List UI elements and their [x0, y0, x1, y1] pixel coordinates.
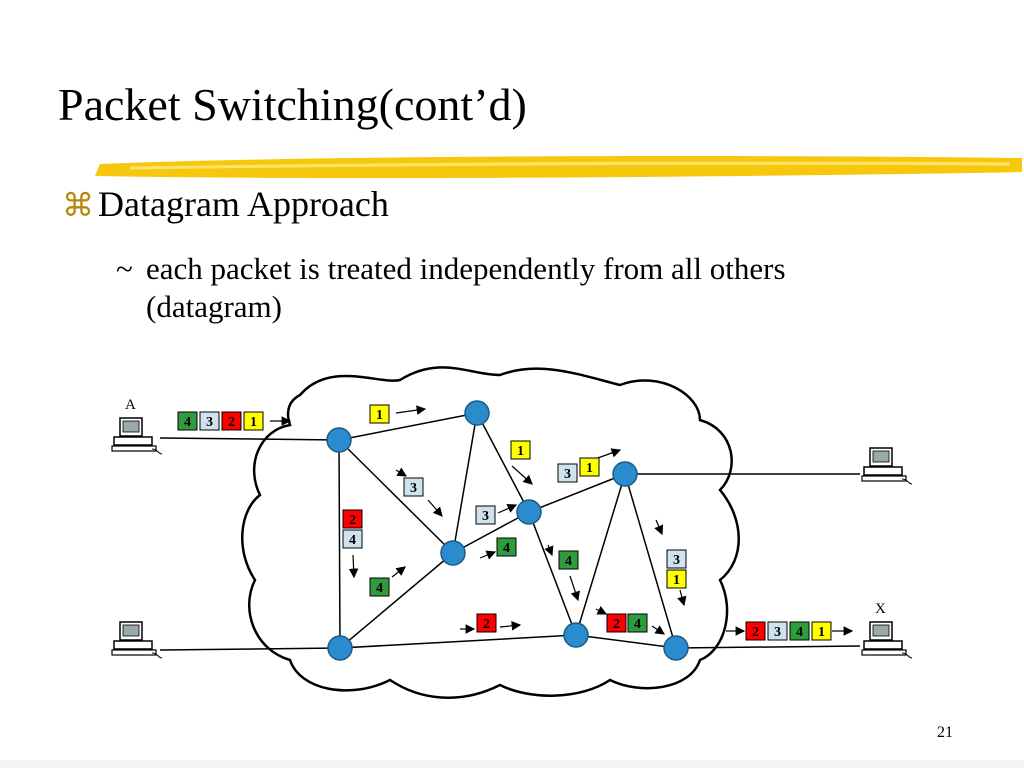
- source-packet-queue: 4 3 2 1: [177, 411, 264, 431]
- packet: [342, 509, 363, 529]
- slide-title: Packet Switching(cont’d): [58, 79, 527, 130]
- packet-label: 3: [673, 553, 680, 568]
- router-node: [563, 622, 589, 648]
- packet: [811, 621, 832, 641]
- packet: [666, 569, 687, 589]
- host-computer-icon: [861, 447, 913, 485]
- bullet-text: Datagram Approach: [98, 184, 389, 224]
- page-number: 21: [937, 724, 953, 741]
- packet-label: 4: [503, 541, 510, 556]
- packet-label: 4: [349, 533, 356, 548]
- packet: [476, 613, 497, 633]
- packet: [558, 550, 579, 570]
- router-node: [612, 461, 638, 487]
- router-node: [663, 635, 689, 661]
- packet-label: 3: [564, 467, 571, 482]
- destination-packet-queue: 2 3 4 1: [745, 621, 832, 641]
- router-node: [440, 540, 466, 566]
- packet-label: 3: [410, 481, 417, 496]
- packet: [403, 477, 424, 497]
- router-node: [327, 635, 353, 661]
- router-node: [516, 499, 542, 525]
- sub-bullet-text: each packet is treated independently fro…: [146, 251, 786, 324]
- packet: [342, 529, 363, 549]
- packet-label: 3: [774, 625, 781, 640]
- command-key-icon: ⌘: [62, 187, 94, 223]
- packet: [243, 411, 264, 431]
- packet: [767, 621, 788, 641]
- host-label-x: X: [875, 601, 886, 617]
- host-label-a: A: [125, 397, 136, 413]
- sub-bullet-mark: ~: [116, 251, 133, 286]
- packet-label: 1: [517, 444, 524, 459]
- host-computer-icon: [111, 621, 163, 659]
- packet-label: 2: [613, 617, 620, 632]
- packet: [475, 505, 496, 525]
- packet: [557, 463, 578, 483]
- router-node: [464, 400, 490, 426]
- packet: [606, 613, 627, 633]
- footer-band: [0, 760, 1024, 768]
- packet: [177, 411, 198, 431]
- packet-label: 1: [376, 408, 383, 423]
- packet: [789, 621, 810, 641]
- packet: [579, 457, 600, 477]
- packets-in-transit: 1 1 3 1 2 4 3 3 4 4 3 1 4 2 2 4: [342, 404, 687, 633]
- packet-label: 2: [228, 415, 235, 430]
- packet-label: 2: [752, 625, 759, 640]
- packet-label: 4: [796, 625, 803, 640]
- packet: [199, 411, 220, 431]
- highlighter-stroke-decoration: [95, 156, 1022, 179]
- packet-label: 1: [250, 415, 257, 430]
- packet: [627, 613, 648, 633]
- packet-label: 1: [818, 625, 825, 640]
- packet-label: 4: [634, 617, 641, 632]
- packet: [745, 621, 766, 641]
- packet: [369, 404, 390, 424]
- packet: [510, 440, 531, 460]
- packet: [369, 577, 390, 597]
- packet: [221, 411, 242, 431]
- packet-label: 3: [206, 415, 213, 430]
- host-computer-icon: [111, 417, 163, 455]
- packet: [496, 537, 517, 557]
- packet-label: 3: [482, 509, 489, 524]
- host-computer-icon: [861, 621, 913, 659]
- bullet-datagram-approach: ⌘Datagram Approach: [62, 186, 389, 222]
- packet-label: 2: [483, 617, 490, 632]
- packet-label: 1: [586, 461, 593, 476]
- packet-label: 1: [673, 573, 680, 588]
- packet-label: 4: [565, 554, 572, 569]
- packet-label: 4: [376, 581, 383, 596]
- packet-label: 2: [349, 513, 356, 528]
- packet-label: 4: [184, 415, 191, 430]
- packet: [666, 549, 687, 569]
- router-node: [326, 427, 352, 453]
